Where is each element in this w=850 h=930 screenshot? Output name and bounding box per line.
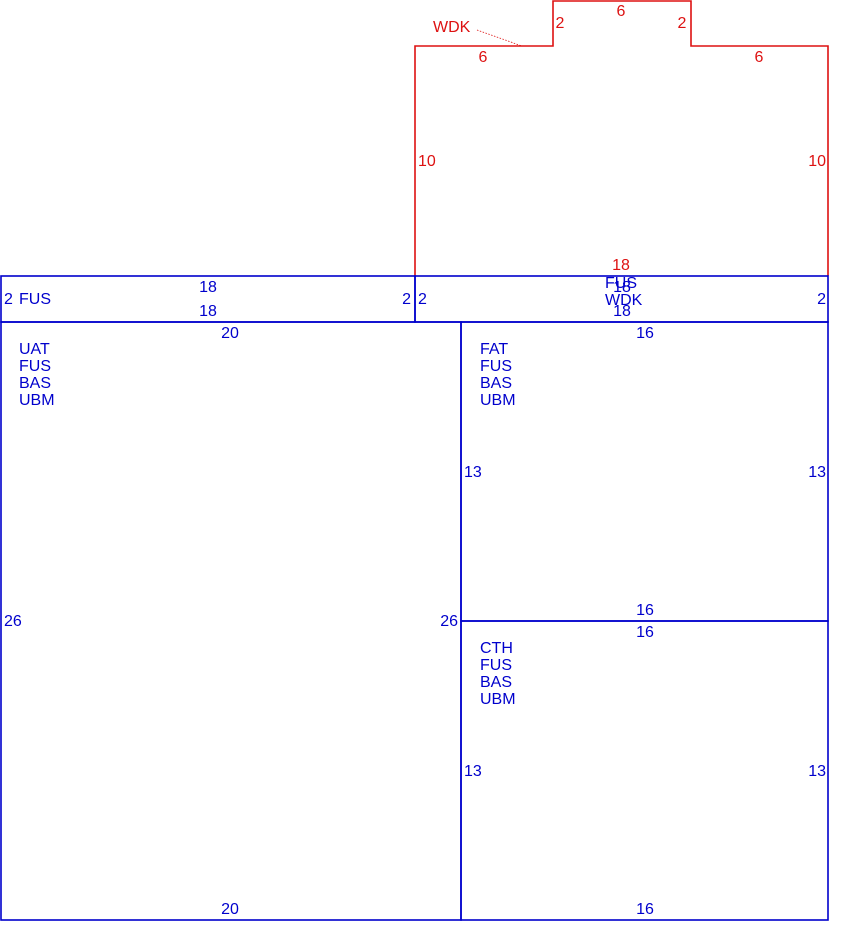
room-upper-right-outline	[460, 321, 829, 622]
room-lower-right-code-4: UBM	[480, 691, 516, 708]
room-lower-right-code-1: CTH	[480, 640, 513, 657]
room-large-dim-bottom: 20	[221, 901, 239, 918]
deck-dim-top-left: 6	[479, 49, 488, 66]
room-lower-right-code-2: FUS	[480, 657, 512, 674]
strip-right-dim-left: 2	[418, 291, 427, 308]
strip-right-code-1: FUS	[605, 275, 637, 292]
strip-left-dim-bottom: 18	[199, 303, 217, 320]
room-lower-right-outline	[460, 620, 829, 921]
strip-right-dim-right: 2	[817, 291, 826, 308]
room-large-code-1: UAT	[19, 341, 50, 358]
room-upper-right-dim-bottom: 16	[636, 602, 654, 619]
room-upper-right-code-1: FAT	[480, 341, 508, 358]
room-large-code-4: UBM	[19, 392, 55, 409]
deck-outline	[414, 0, 829, 276]
room-lower-right-dim-left: 13	[464, 763, 482, 780]
room-upper-right-dim-left: 13	[464, 464, 482, 481]
room-lower-right-dim-right: 13	[808, 763, 826, 780]
strip-left-dim-top: 18	[199, 279, 217, 296]
strip-right-dim-bottom: 18	[613, 303, 631, 320]
deck-dim-step-right: 2	[678, 15, 687, 32]
room-upper-right-dim-right: 13	[808, 464, 826, 481]
room-large-code-2: FUS	[19, 358, 51, 375]
room-lower-right-code-3: BAS	[480, 674, 512, 691]
room-upper-right-dim-top: 16	[636, 325, 654, 342]
deck-tag: WDK	[433, 19, 471, 36]
deck-leader-line	[476, 29, 523, 47]
room-upper-right-code-2: FUS	[480, 358, 512, 375]
room-lower-right-dim-bottom: 16	[636, 901, 654, 918]
deck-dim-top-right: 6	[755, 49, 764, 66]
strip-left-dim-right: 2	[402, 291, 411, 308]
room-large-dim-top: 20	[221, 325, 239, 342]
room-lower-right-dim-top: 16	[636, 624, 654, 641]
strip-right-dim-top: 18	[613, 279, 631, 296]
room-upper-right-code-4: UBM	[480, 392, 516, 409]
deck-dim-left: 10	[418, 153, 436, 170]
room-upper-right-code-3: BAS	[480, 375, 512, 392]
strip-left-code: FUS	[19, 291, 51, 308]
strip-left-dim-left: 2	[4, 291, 13, 308]
room-large-code-3: BAS	[19, 375, 51, 392]
strip-right-code-2: WDK	[605, 292, 643, 309]
deck-dim-step-left: 2	[556, 15, 565, 32]
room-large-dim-left: 26	[4, 613, 22, 630]
deck-dim-bottom: 18	[612, 257, 630, 274]
deck-dim-top: 6	[617, 3, 626, 20]
room-large-outline	[0, 321, 462, 921]
deck-dim-right: 10	[808, 153, 826, 170]
room-large-dim-right: 26	[440, 613, 458, 630]
